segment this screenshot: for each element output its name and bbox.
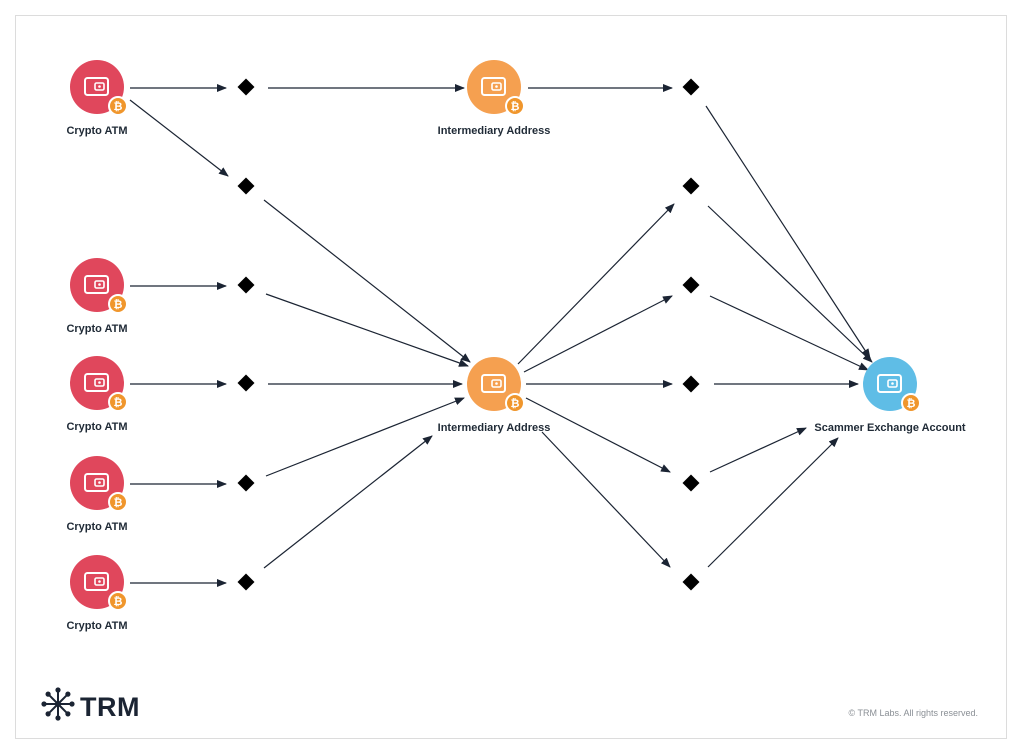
logo-text: TRM bbox=[80, 692, 140, 722]
trm-network-logo-icon bbox=[41, 687, 75, 721]
flow-edge bbox=[709, 427, 807, 473]
edges-layer bbox=[129, 84, 873, 587]
flow-edge bbox=[707, 437, 839, 568]
node-exchange[interactable]: ₿ Scammer Exchange Account bbox=[814, 357, 966, 434]
flow-edge bbox=[517, 203, 675, 365]
svg-text:₿: ₿ bbox=[114, 396, 123, 409]
flow-edge bbox=[265, 293, 469, 367]
flow-edge bbox=[707, 205, 873, 363]
node-label: Crypto ATM bbox=[66, 421, 127, 433]
junction-diamond bbox=[237, 177, 255, 195]
svg-text:₿: ₿ bbox=[114, 496, 123, 509]
svg-text:₿: ₿ bbox=[114, 298, 123, 311]
node-label: Scammer Exchange Account bbox=[814, 422, 966, 434]
flow-edge bbox=[523, 295, 673, 373]
flow-edge bbox=[263, 199, 471, 363]
node-label: Crypto ATM bbox=[66, 620, 127, 632]
svg-text:₿: ₿ bbox=[114, 100, 123, 113]
wallet-icon bbox=[481, 374, 506, 393]
bitcoin-badge-icon: ₿ bbox=[505, 96, 525, 116]
wallet-icon bbox=[481, 77, 506, 96]
node-atm-4[interactable]: ₿ Crypto ATM bbox=[66, 456, 128, 533]
junction-diamond bbox=[682, 177, 700, 195]
bitcoin-badge-icon: ₿ bbox=[505, 393, 525, 413]
svg-text:₿: ₿ bbox=[511, 397, 520, 410]
flow-edge bbox=[129, 99, 229, 177]
flow-edge bbox=[525, 397, 671, 473]
junction-diamond bbox=[237, 374, 255, 392]
node-label: Crypto ATM bbox=[66, 323, 127, 335]
bitcoin-badge-icon: ₿ bbox=[108, 492, 128, 512]
bitcoin-badge-icon: ₿ bbox=[108, 294, 128, 314]
node-label: Crypto ATM bbox=[66, 521, 127, 533]
node-label: Crypto ATM bbox=[66, 125, 127, 137]
bitcoin-badge-icon: ₿ bbox=[901, 393, 921, 413]
junction-diamond bbox=[237, 474, 255, 492]
wallet-icon bbox=[84, 275, 109, 294]
node-intermediary-top[interactable]: ₿ Intermediary Address bbox=[438, 60, 551, 137]
flow-edge bbox=[705, 105, 871, 359]
junction-diamond bbox=[237, 573, 255, 591]
flow-edge bbox=[263, 435, 433, 569]
junction-diamond bbox=[682, 375, 700, 393]
node-intermediary-center[interactable]: ₿ Intermediary Address bbox=[438, 357, 551, 434]
nodes-layer: ₿ Crypto ATM ₿ Crypto ATM ₿ Crypto ATM ₿ Crypto… bbox=[66, 60, 966, 632]
wallet-icon bbox=[84, 77, 109, 96]
node-atm-5[interactable]: ₿ Crypto ATM bbox=[66, 555, 128, 632]
junction-diamond bbox=[237, 276, 255, 294]
wallet-icon bbox=[877, 374, 902, 393]
flow-edge bbox=[709, 295, 869, 371]
bitcoin-badge-icon: ₿ bbox=[108, 591, 128, 611]
junction-diamond bbox=[237, 78, 255, 96]
node-atm-2[interactable]: ₿ Crypto ATM bbox=[66, 258, 128, 335]
bitcoin-badge-icon: ₿ bbox=[108, 392, 128, 412]
junction-diamond bbox=[682, 573, 700, 591]
node-atm-3[interactable]: ₿ Crypto ATM bbox=[66, 356, 128, 433]
flow-edge bbox=[541, 431, 671, 568]
copyright-text: © TRM Labs. All rights reserved. bbox=[848, 708, 978, 718]
wallet-icon bbox=[84, 373, 109, 392]
svg-text:₿: ₿ bbox=[511, 100, 520, 113]
junction-diamond bbox=[682, 474, 700, 492]
wallet-icon bbox=[84, 473, 109, 492]
svg-text:₿: ₿ bbox=[907, 397, 916, 410]
junctions-layer bbox=[237, 78, 700, 591]
trm-logo: TRM bbox=[41, 687, 140, 722]
node-atm-1[interactable]: ₿ Crypto ATM bbox=[66, 60, 128, 137]
node-label: Intermediary Address bbox=[438, 125, 551, 137]
bitcoin-badge-icon: ₿ bbox=[108, 96, 128, 116]
wallet-icon bbox=[84, 572, 109, 591]
junction-diamond bbox=[682, 78, 700, 96]
junction-diamond bbox=[682, 276, 700, 294]
node-label: Intermediary Address bbox=[438, 422, 551, 434]
flow-edge bbox=[265, 397, 465, 477]
svg-text:₿: ₿ bbox=[114, 595, 123, 608]
